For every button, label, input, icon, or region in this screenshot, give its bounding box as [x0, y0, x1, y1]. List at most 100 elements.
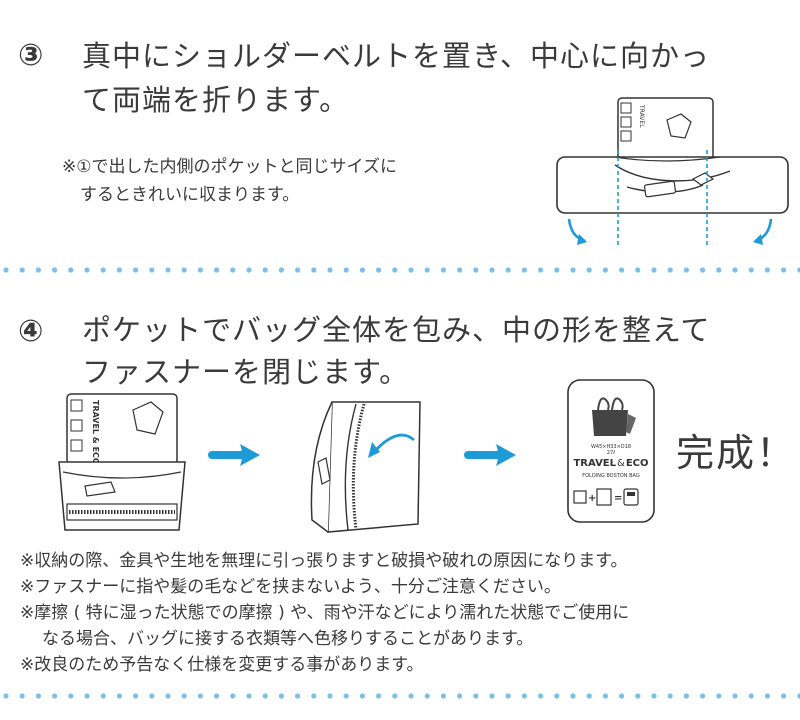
note-2: ※ファスナーに指や髪の毛などを挟まないよう、十分ご注意ください。: [20, 577, 561, 597]
divider-dot: [359, 267, 365, 273]
divider-dot: [424, 267, 430, 273]
divider-dot: [214, 693, 220, 699]
divider-dot: [457, 693, 463, 699]
divider-dot: [538, 267, 544, 273]
divider-dot: [392, 267, 398, 273]
pouch-outline: + =: [567, 379, 655, 523]
divider-dot: [165, 693, 171, 699]
divider-dot: [246, 693, 252, 699]
divider-dot: [100, 693, 106, 699]
svg-text:+: +: [588, 493, 596, 504]
divider-dot: [781, 693, 787, 699]
divider-dot: [376, 267, 382, 273]
divider-dot: [278, 693, 284, 699]
divider-dot: [797, 267, 800, 273]
arrow-right-icon: [208, 444, 260, 466]
divider-dot: [19, 693, 25, 699]
pouch-capacity: 27ℓ: [606, 450, 616, 456]
divider-dot: [635, 267, 641, 273]
step3-note-line2: するときれいに収まります。: [80, 185, 300, 205]
divider-dot: [133, 693, 139, 699]
divider-dot: [295, 267, 301, 273]
note-1: ※収納の際、金具や生地を無理に引っ張りますと破損や破れの原因になります。: [20, 551, 628, 571]
divider-dot: [619, 267, 625, 273]
shoulder-belt: [614, 164, 731, 182]
divider-dot: [683, 693, 690, 699]
step4-instruction-line2: ファスナーを閉じます。: [82, 355, 410, 389]
pouch-brand-amp: &: [617, 458, 625, 469]
divider-dot: [716, 693, 722, 699]
divider-dot: [748, 267, 754, 273]
divider-dot: [262, 267, 268, 273]
divider-dot: [35, 267, 42, 273]
divider-dot: [489, 693, 495, 699]
divider-dot: [521, 267, 528, 273]
step4-instruction-line1: ポケットでバッグ全体を包み、中の形を整えて: [82, 313, 711, 347]
divider-dot: [554, 267, 560, 273]
divider-dot: [327, 693, 333, 699]
pouch-brand-eco: ECO: [625, 458, 649, 469]
divider-dot: [230, 267, 236, 273]
arrow-right-icon-2: [464, 444, 516, 466]
pouch-brand: TRAVEL&ECO: [566, 458, 656, 469]
divider-dot: [586, 693, 592, 699]
step3-note-line1: ※①で出した内側のポケットと同じサイズに: [62, 157, 397, 177]
divider-dot: [764, 693, 771, 699]
pouch-brand-travel: TRAVEL: [573, 458, 617, 469]
divider-dot: [797, 693, 800, 699]
divider-dot: [165, 267, 171, 273]
divider-dot: [149, 693, 155, 699]
svg-text:=: =: [614, 493, 622, 504]
pouch-subtitle: FOLDING BOSTON BAG: [582, 473, 640, 479]
divider-dot: [619, 693, 625, 699]
divider-dot: [392, 693, 398, 699]
divider-dot: [214, 267, 220, 273]
divider-dot: [489, 267, 495, 273]
step3-instruction-line2: て両端を折ります。: [82, 83, 350, 117]
divider-dot: [457, 267, 463, 273]
divider-dot: [246, 267, 252, 273]
divider-dot: [116, 267, 122, 273]
divider-dot: [181, 267, 187, 273]
divider-dot: [197, 693, 203, 699]
step4-bag-folded-illustration: TRAVEL & ECO: [58, 393, 186, 531]
divider-dot: [84, 267, 90, 273]
divider-dot: [716, 267, 722, 273]
divider-dot: [408, 267, 414, 273]
divider-dot: [35, 693, 42, 699]
divider-dot: [521, 693, 528, 699]
step4-bag-wrapping-illustration: [310, 401, 421, 533]
divider-dot: [359, 693, 365, 699]
complete-label: 完成！: [676, 431, 797, 475]
divider-dot: [764, 267, 771, 273]
divider-dot: [424, 693, 430, 699]
divider-dot: [602, 693, 609, 699]
divider-dot: [311, 267, 317, 273]
divider-dot: [19, 267, 25, 273]
divider-dot: [440, 267, 446, 273]
divider-dot: [181, 693, 187, 699]
divider-dot: [230, 693, 236, 699]
divider-dot: [3, 693, 9, 699]
divider-dot: [197, 267, 203, 273]
folded-card: [617, 97, 714, 167]
divider-dot: [84, 693, 90, 699]
divider-dot: [570, 267, 576, 273]
caution-notes: ※収納の際、金具や生地を無理に引っ張りますと破損や破れの原因になります。 ※ファ…: [20, 548, 629, 678]
divider-dot: [781, 267, 787, 273]
divider-dot: [732, 693, 738, 699]
pouch-size: W45×H33×D18: [590, 444, 632, 450]
divider-dot: [505, 267, 511, 273]
divider-dot: [667, 267, 673, 273]
divider-dot: [295, 693, 301, 699]
divider-dot: [262, 693, 268, 699]
divider-dot: [278, 267, 284, 273]
divider-dot: [667, 693, 673, 699]
divider-dot: [116, 693, 122, 699]
step3-number: ③: [18, 38, 44, 73]
svg-text:TRAVEL & ECO: TRAVEL & ECO: [91, 400, 100, 465]
divider-dot: [343, 693, 349, 699]
dotted-divider-top: [3, 267, 800, 273]
divider-dot: [327, 267, 333, 273]
divider-dot: [473, 693, 479, 699]
